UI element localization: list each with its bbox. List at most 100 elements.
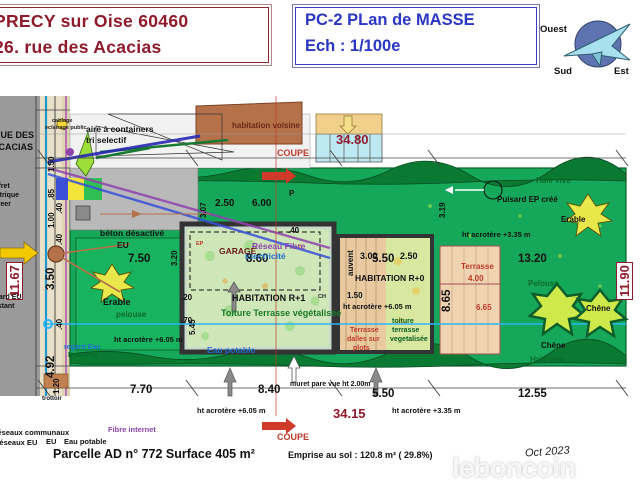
plan-title-box: PC-2 PLan de MASSE Ech : 1/100e <box>292 4 540 68</box>
terrasse-line-3: plots <box>353 345 370 352</box>
plan-title-line-1: PC-2 PLan de MASSE <box>305 11 475 29</box>
dim-3-20: 3.20 <box>170 250 179 266</box>
bottom-total-dimension: 34.15 <box>333 406 366 421</box>
coffret-line-1: coffret <box>0 183 10 190</box>
dim-0-40-top: .40 <box>288 226 300 235</box>
left-dim-1-20: 1.20 <box>52 378 61 394</box>
left-dim-0-40-a: .40 <box>55 202 64 214</box>
neighbour-house-label: habitation voisine <box>232 121 301 130</box>
haie-vive-top-label: Haie vive <box>536 176 571 185</box>
ht-acrotere-right-label: ht acrotère +3.35 m <box>462 230 531 239</box>
left-dim-4-92: 4.92 <box>45 355 57 378</box>
left-dim-0-40-c: .40 <box>55 318 64 330</box>
top-dim-seg-4: 13.20 <box>518 253 547 265</box>
pelouse-left-label: pelouse <box>116 310 147 319</box>
compass-south-label: Sud <box>554 66 572 77</box>
plan-title-inner: PC-2 PLan de MASSE Ech : 1/100e <box>295 7 537 65</box>
dim-1-50: 1.50 <box>347 291 363 300</box>
address-line-1: PRECY sur Oise 60460 <box>0 11 189 31</box>
muret-label: muret pare vue ht 2.00m <box>290 381 371 388</box>
dim-3-19: 3.19 <box>438 202 447 218</box>
left-dim-0-40-b: .40 <box>55 233 64 245</box>
address-line-2: 26. rue des Acacias <box>0 37 162 57</box>
chene-label-2: Chêne <box>541 341 566 350</box>
habitation-r0-label: HABITATION R+0 <box>355 273 425 283</box>
container-area-line-1: aire à containers <box>86 124 154 134</box>
fibre-internet-label: Fibre internet <box>108 425 156 434</box>
dim-2-50-top: 2.50 <box>215 198 235 209</box>
chene-label-1: Chêne <box>586 304 611 313</box>
compass-rose: Ouest Sud Est <box>540 8 632 84</box>
auvent-label: auvent <box>346 250 355 276</box>
bottom-dim-seg-2: 8.40 <box>258 384 281 396</box>
compass-west-label: Ouest <box>540 24 567 35</box>
street-name-line-1: RUE DES <box>0 130 35 140</box>
toiture-terrasse-label: Toiture Terrasse végétalisée <box>221 308 342 318</box>
coffret-line-2: electrique <box>0 192 20 199</box>
site-plan-drawing <box>0 96 629 434</box>
dim-0-70: .70 <box>181 316 193 325</box>
eau-potable-label-1: Eau potable <box>207 345 256 355</box>
top-dim-seg-3: 5.50 <box>372 253 395 265</box>
bottom-dim-seg-4: 12.55 <box>518 388 547 400</box>
parcelle-info: Parcelle AD n° 772 Surface 405 m² <box>53 447 255 461</box>
left-dim-0-85: .85 <box>47 188 56 200</box>
plan-scale-line: Ech : 1/100e <box>305 37 401 55</box>
street-name-line-2: ACACIAS <box>0 142 34 152</box>
dim-4-00: 4.00 <box>468 274 484 283</box>
watermark: leboncoin <box>452 452 576 483</box>
emprise-info: Emprise au sol : 120.8 m² ( 29.8%) <box>288 450 433 460</box>
bottom-dim-seg-3: 5.50 <box>372 388 395 400</box>
top-dim-seg-2: 8.60 <box>246 253 269 265</box>
toiture-line-1: toiture <box>392 318 414 325</box>
eau-potable-footer-label: Eau potable <box>64 437 107 446</box>
dim-2-50-right: 2.50 <box>400 251 418 261</box>
left-dim-1-50: 1.50 <box>47 156 56 172</box>
left-dim-3-50: 3.50 <box>45 267 57 290</box>
coupe-top-label: COUPE <box>277 148 310 158</box>
top-dim-seg-1: 7.50 <box>128 253 151 265</box>
erable-right-label: Erable <box>561 215 586 224</box>
eu-arrow-label: EU <box>117 240 129 250</box>
dim-6-65: 6.65 <box>476 303 492 312</box>
dim-8-65: 8.65 <box>441 289 453 312</box>
cablage-line-2: eclairage public <box>45 125 87 131</box>
terrasse-line-1: Terrasse <box>350 327 379 334</box>
terrasse-right-label: Terrasse <box>461 262 494 271</box>
dim-3-00: 3.00 <box>360 251 378 261</box>
ht-acrotere-bottom-2: ht acrotère +3.35 m <box>392 406 461 415</box>
reseaux-eu-label: Réseaux EU <box>0 438 38 447</box>
pelouse-right-label: Pelouse <box>528 279 559 288</box>
ch-marker-label: CH <box>318 294 326 300</box>
address-title-box: PRECY sur Oise 60460 26. rue des Acacias <box>0 4 272 66</box>
garage-label: GARAGE <box>219 246 257 256</box>
left-dim-1-00: 1.00 <box>47 212 56 228</box>
beton-desactive-label: béton désactivé <box>100 228 165 238</box>
top-total-dimension: 34.80 <box>336 132 369 147</box>
regard-eu-line-2: existant <box>0 303 15 310</box>
compass-east-label: Est <box>614 66 629 77</box>
dim-6-00-top: 6.00 <box>252 198 272 209</box>
ht-acrotere-r0-label: ht acrotère +6.05 m <box>343 302 412 311</box>
terrasse-line-2: dalles sur <box>347 336 380 343</box>
haie-vive-bottom-label: Haie vive <box>530 355 565 364</box>
toiture-line-3: vegetalisée <box>390 336 428 343</box>
reseaux-communaux-label: Réseaux communaux <box>0 428 70 437</box>
right-total-dimension: 11.90 <box>616 262 633 300</box>
ht-acrotere-bottom-1: ht acrotère +6.05 m <box>197 406 266 415</box>
erable-left-label: Erable <box>103 297 131 307</box>
coupe-bottom-label: COUPE <box>277 432 310 442</box>
p-marker-label: P <box>289 189 295 198</box>
dim-3-07: 3.07 <box>199 202 208 218</box>
ep-marker-label: EP <box>196 241 204 247</box>
regard-eu-line-1: regard EU <box>0 294 22 301</box>
habitation-r1-label: HABITATION R+1 <box>232 293 306 303</box>
regard-eau-label: regard Eau <box>64 344 101 351</box>
electricite-label: Electricité <box>245 251 286 261</box>
ht-acrotere-left-label: ht acrotère +6.05 m <box>114 335 183 344</box>
trottoir-label: trottoir <box>42 396 62 402</box>
bottom-dim-seg-1: 7.70 <box>130 384 153 396</box>
coffret-line-3: a creer <box>0 201 11 208</box>
haie-vive-left-label: Haie vive <box>68 352 99 359</box>
